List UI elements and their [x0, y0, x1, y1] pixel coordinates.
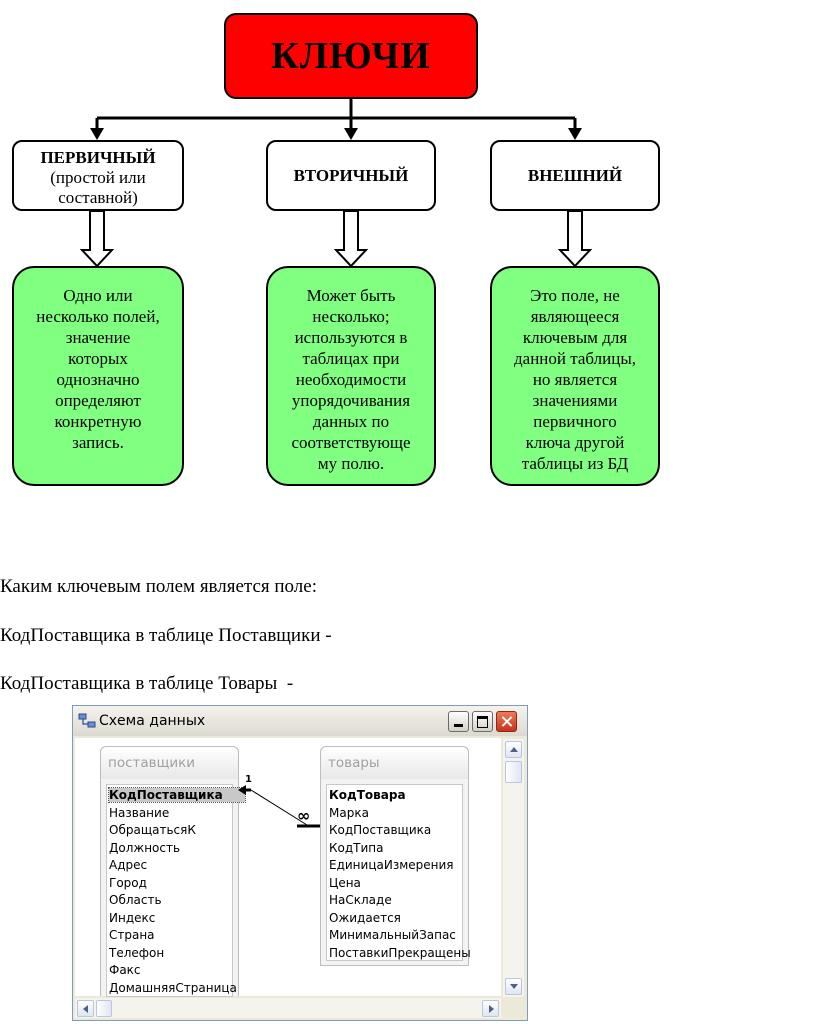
description-line: данной таблицы,: [514, 349, 636, 368]
relationships-icon: [78, 713, 96, 728]
root-box: КЛЮЧИ: [224, 13, 478, 99]
table-field[interactable]: Название: [109, 805, 170, 820]
type-box-secondary: ВТОРИЧНЫЙ: [266, 140, 436, 211]
relationship-line[interactable]: 1 ∞: [75, 738, 501, 996]
question-line-1: КодПоставщика в таблице Поставщики -: [0, 625, 332, 646]
description-line: но является: [532, 370, 618, 389]
description-line: Может быть: [306, 286, 396, 305]
type-subtitle: (простой или: [50, 168, 146, 187]
type-title: ПЕРВИЧНЫЙ: [40, 148, 156, 167]
description-line: однозначно: [56, 370, 140, 389]
diagram-connectors: [79, 99, 593, 268]
table-field[interactable]: Адрес: [109, 858, 148, 872]
relation-one-label: 1: [245, 774, 252, 785]
table-field[interactable]: ДомашняяСтраница: [109, 980, 237, 995]
chevron-left-icon: [83, 1005, 88, 1013]
description-box-primary: Одно или несколько полей, значение которых о…: [12, 266, 184, 486]
vertical-scroll-thumb[interactable]: [505, 761, 522, 783]
table-field[interactable]: Страна: [109, 928, 155, 942]
type-box-primary: ПЕРВИЧНЫЙ (простой или составной): [12, 140, 184, 211]
table-field[interactable]: ОбращатьсяК: [109, 823, 196, 837]
table-field[interactable]: Марка: [329, 805, 369, 820]
table-field[interactable]: КодПоставщика: [329, 823, 432, 837]
scroll-up-button[interactable]: [505, 741, 522, 758]
description-line: несколько;: [312, 307, 390, 326]
description-line: первичного: [533, 412, 617, 431]
description-line: запись.: [72, 433, 124, 452]
table-header[interactable]: поставщики: [101, 747, 238, 779]
table-name: товары: [328, 755, 380, 771]
description-line: ключевым для: [522, 328, 628, 347]
chevron-up-icon: [510, 747, 518, 752]
scroll-left-button[interactable]: [77, 1000, 94, 1017]
primary-key-field[interactable]: КодПоставщика: [108, 787, 246, 803]
description-line: ключа другой: [525, 433, 625, 452]
description-line: Одно или: [63, 286, 133, 305]
type-box-foreign: ВНЕШНИЙ: [490, 140, 660, 211]
description-line: таблицы из БД: [521, 454, 629, 473]
root-title: КЛЮЧИ: [271, 35, 431, 77]
close-button[interactable]: [496, 711, 517, 732]
scroll-down-button[interactable]: [505, 978, 522, 995]
table-name: поставщики: [108, 755, 196, 771]
description-line: несколько полей,: [36, 307, 160, 326]
description-line: му полю.: [317, 454, 385, 473]
description-box-foreign: Это поле, не являющееся ключевым для данной…: [490, 266, 660, 486]
table-field[interactable]: Область: [109, 893, 162, 907]
description-box-secondary: Может быть несколько; используются в таблиц…: [266, 266, 436, 486]
table-field[interactable]: ЕдиницаИзмерения: [329, 858, 454, 872]
table-field[interactable]: Ожидается: [329, 910, 401, 925]
description-line: являющееся: [530, 307, 620, 326]
table-field[interactable]: НаСкладе: [329, 893, 392, 907]
keys-diagram: КЛЮЧИ ПЕРВИЧНЫЙ (простой или составной) …: [0, 0, 816, 500]
chevron-down-icon: [510, 984, 518, 989]
scroll-right-button[interactable]: [482, 1000, 499, 1017]
vertical-scrollbar[interactable]: [503, 739, 524, 997]
type-title: ВТОРИЧНЫЙ: [293, 166, 409, 185]
table-field[interactable]: Цена: [329, 875, 361, 890]
table-header[interactable]: товары: [321, 747, 468, 779]
chevron-right-icon: [489, 1005, 494, 1013]
table-field[interactable]: ПоставкиПрекращены: [329, 945, 471, 960]
table-field[interactable]: Телефон: [109, 945, 165, 960]
description-line: конкретную: [54, 412, 142, 431]
table-field[interactable]: Город: [109, 875, 147, 890]
description-line: значение: [65, 328, 131, 347]
description-line: которых: [68, 349, 128, 368]
horizontal-scrollbar[interactable]: [75, 998, 501, 1018]
question-line-2: КодПоставщика в таблице Товары -: [0, 673, 294, 694]
horizontal-scroll-thumb[interactable]: [96, 1000, 112, 1017]
table-field[interactable]: КодТипа: [329, 840, 384, 855]
primary-key-field[interactable]: КодТовара: [329, 788, 406, 802]
description-line: используются в: [294, 328, 408, 347]
minimize-button[interactable]: [448, 711, 469, 732]
type-title: ВНЕШНИЙ: [527, 166, 623, 185]
relation-many-label: ∞: [297, 806, 310, 825]
description-line: определяют: [55, 391, 141, 410]
description-line: данных по: [312, 412, 390, 431]
maximize-button[interactable]: [472, 711, 493, 732]
description-line: необходимости: [295, 370, 407, 389]
table-field[interactable]: Индекс: [109, 910, 156, 925]
description-line: соответствующе: [291, 433, 411, 452]
question-title: Каким ключевым полем является поле:: [0, 576, 317, 597]
table-field[interactable]: Факс: [109, 963, 141, 977]
window-titlebar[interactable]: Схема данных: [73, 706, 527, 736]
description-line: таблицах при: [302, 349, 400, 368]
table-field[interactable]: Должность: [109, 840, 181, 855]
type-subtitle: составной): [58, 188, 138, 207]
description-line: значениями: [532, 391, 618, 410]
description-line: упорядочивания: [291, 391, 411, 410]
description-line: Это поле, не: [530, 286, 620, 305]
window-title: Схема данных: [99, 713, 206, 729]
table-field[interactable]: МинимальныйЗапас: [329, 928, 456, 942]
